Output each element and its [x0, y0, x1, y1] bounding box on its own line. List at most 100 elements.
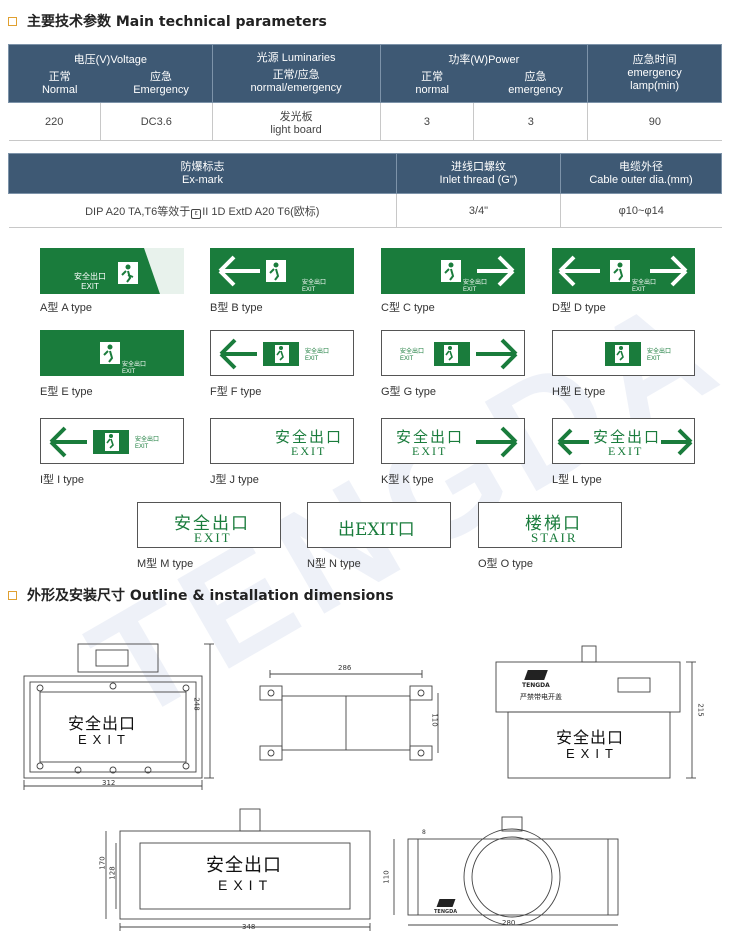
- sign-type-l: 安全出口 EXIT: [552, 418, 695, 464]
- sign-m-cn: 安全出口: [174, 514, 250, 534]
- header-time-cn: 应急时间: [632, 54, 677, 66]
- caption-b: B型 B type: [210, 302, 263, 314]
- caption-a: A型 A type: [40, 302, 92, 314]
- drawing2-height: 110: [430, 713, 439, 727]
- sign-n-text: 出EXIT口: [338, 520, 415, 540]
- mounting-plate-icon: [259, 670, 439, 761]
- caption-d: D型 D type: [552, 302, 606, 314]
- bullet-square-icon: [8, 16, 17, 26]
- caption-k: K型 K type: [381, 474, 434, 486]
- sign-h-cn: 安全出口: [647, 349, 672, 355]
- drawing3-en: EXIT: [566, 746, 619, 761]
- sign-m-en: EXIT: [194, 530, 232, 545]
- enclosure-outline-icon: [23, 643, 214, 790]
- sign-l-cn: 安全出口: [593, 428, 662, 446]
- sign-o-cn: 楼梯口: [525, 514, 582, 534]
- drawing3-height: 215: [696, 703, 705, 717]
- sign-a-cn: 安全出口: [74, 272, 106, 281]
- caption-i: I型 I type: [40, 474, 85, 486]
- arrow-right-icon: [476, 426, 518, 458]
- caption-g: G型 G type: [381, 386, 437, 398]
- drawing1-en: EXIT: [78, 732, 131, 747]
- caption-l: L型 L type: [552, 474, 602, 486]
- arrow-right-icon: [441, 255, 515, 287]
- cell-time: 90: [587, 102, 722, 141]
- cell-source-en: light board: [270, 123, 322, 136]
- arrow-left-icon: [219, 338, 299, 370]
- sign-j-cn: 安全出口: [275, 428, 344, 446]
- header-source-cn: 正常/应急: [272, 69, 320, 81]
- drawing1-height: 248: [192, 697, 201, 711]
- sign-l-en: EXIT: [608, 444, 644, 458]
- caption-j: J型 J type: [210, 474, 259, 486]
- header-source: 光源 Luminaries: [256, 52, 336, 64]
- arrow-both-icon: [557, 428, 693, 456]
- header-voltage-normal-en: Normal: [41, 83, 78, 96]
- sign-i-en: EXIT: [135, 444, 149, 450]
- sign-i-cn: 安全出口: [135, 437, 160, 443]
- cell-thread: 3/4": [396, 193, 561, 228]
- sign-b-en: EXIT: [302, 287, 316, 293]
- sign-d-en: EXIT: [632, 287, 646, 293]
- sign-j-en: EXIT: [291, 444, 327, 458]
- tengda-logo-icon: [436, 899, 456, 907]
- drawing-front-view-1: 安全出口 EXIT 312 248: [18, 630, 218, 790]
- sign-type-j: 安全出口 EXIT: [210, 418, 354, 464]
- caption-o: O型 O type: [478, 558, 534, 570]
- sign-h-en: EXIT: [647, 356, 661, 362]
- running-man-icon: [118, 248, 184, 294]
- section-header-technical: 主要技术参数 Main technical parameters: [8, 11, 327, 31]
- header-cable-en: Cable outer dia.(mm): [589, 173, 693, 186]
- header-power-emerg-cn: 应急: [524, 70, 547, 83]
- sign-e-cn: 安全出口: [122, 362, 147, 368]
- header-power-emerg-en: emergency: [508, 83, 563, 96]
- drawing4-width: 348: [242, 923, 256, 931]
- header-voltage-emerg-en: Emergency: [133, 83, 189, 96]
- enclosure-outline-icon: [105, 808, 371, 931]
- round-enclosure-icon: [393, 816, 619, 926]
- caption-m: M型 M type: [137, 558, 194, 570]
- bullet-square-icon: [8, 590, 17, 600]
- cell-v-emerg: DC3.6: [100, 102, 213, 141]
- sign-type-m: 安全出口 EXIT: [137, 502, 281, 548]
- tengda-logo-icon: [524, 670, 548, 680]
- sign-type-o: 楼梯口 STAIR: [478, 502, 622, 548]
- drawing5-brand: TENGDA: [434, 909, 458, 915]
- arrow-right-icon: [434, 338, 518, 370]
- drawing4-height2: 128: [108, 866, 117, 880]
- sign-f-en: EXIT: [305, 356, 319, 362]
- header-exmark-en: Ex-mark: [182, 173, 223, 186]
- drawing2-width: 286: [338, 664, 352, 672]
- drawing-side-view: 安全出口 EXIT 348 170 128: [99, 805, 380, 935]
- cell-p-normal: 3: [380, 102, 475, 141]
- header-voltage-normal-cn: 正常: [48, 70, 71, 83]
- enclosure-outline-icon: [495, 645, 696, 779]
- cell-cable: φ10~φ14: [560, 193, 722, 228]
- drawing-back-view: 286 110: [250, 664, 450, 778]
- drawing4-en: EXIT: [218, 877, 274, 893]
- sign-e-en: EXIT: [122, 369, 136, 375]
- sign-f-cn: 安全出口: [305, 349, 330, 355]
- drawing1-cn: 安全出口: [68, 714, 137, 733]
- cell-v-normal: 220: [8, 102, 101, 141]
- drawing5-width: 280: [502, 919, 516, 927]
- caption-h: H型 E type: [552, 386, 606, 398]
- sign-c-cn: 安全出口: [463, 280, 488, 286]
- arrow-both-icon: [558, 255, 688, 287]
- drawing5-small: 8: [422, 829, 426, 836]
- sign-g-en: EXIT: [400, 356, 414, 362]
- header-power: 功率(W)Power: [448, 53, 520, 66]
- header-voltage: 电压(V)Voltage: [73, 53, 148, 66]
- sign-o-en: STAIR: [531, 530, 578, 545]
- sign-d-cn: 安全出口: [632, 280, 657, 286]
- drawing3-warning: 严禁带电开盖: [520, 693, 562, 701]
- drawing-front-view-2: TENGDA 严禁带电开盖 安全出口 EXIT 215: [490, 640, 720, 790]
